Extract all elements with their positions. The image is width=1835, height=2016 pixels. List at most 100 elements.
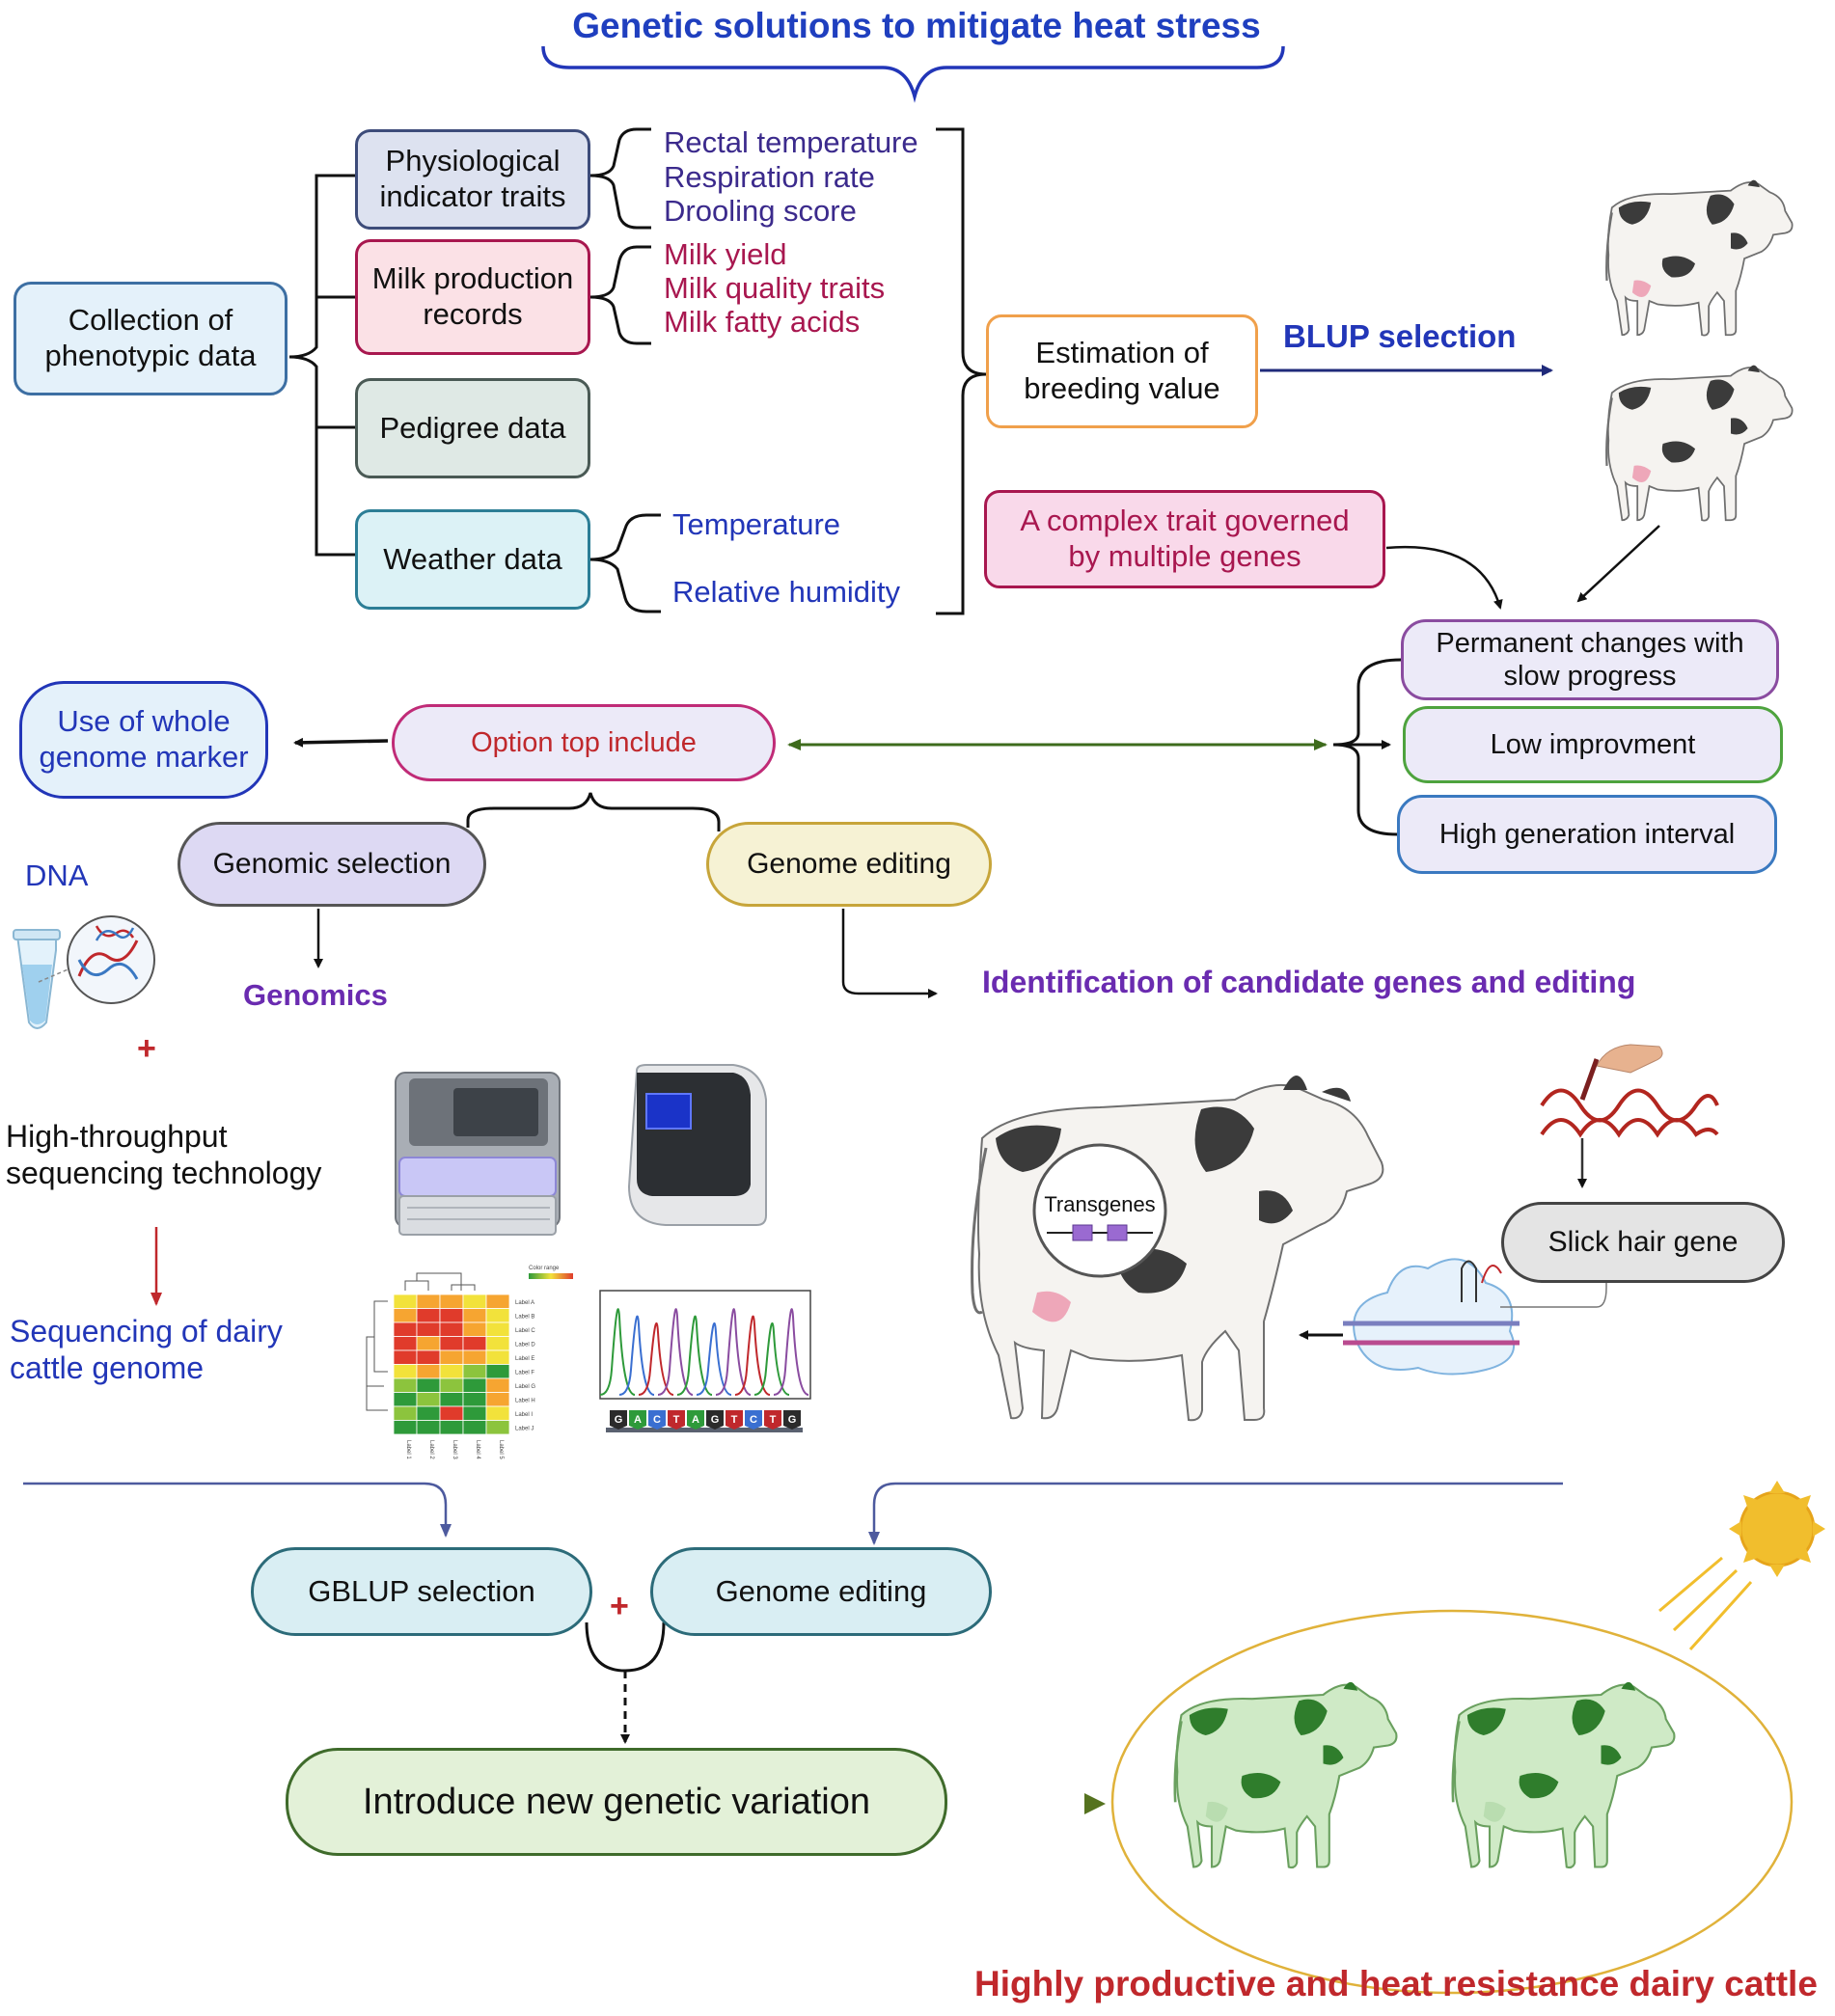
sequencing-label: Sequencing of dairy cattle genome: [10, 1314, 338, 1387]
base-tile: [726, 1410, 743, 1430]
base-tile: [764, 1410, 781, 1430]
base-letter: G: [788, 1414, 797, 1426]
heatmap-cell: [485, 1294, 510, 1309]
blup-label: BLUP selection: [1283, 318, 1517, 354]
base-tile: [610, 1410, 627, 1430]
chromatogram-peak: [696, 1322, 732, 1396]
heatmap-cell: [439, 1321, 464, 1337]
heatmap-cell: [462, 1405, 487, 1421]
heatmap-col-label: Label 2: [428, 1440, 434, 1459]
base-letter: G: [615, 1414, 623, 1426]
slick-hair-box: Slick hair gene: [1501, 1202, 1785, 1283]
introduce-box: Introduce new genetic variation: [286, 1748, 947, 1856]
base-letter: A: [692, 1414, 699, 1426]
heatmap-cell: [439, 1364, 464, 1379]
heatmap-cell: [462, 1349, 487, 1365]
heatmap-cell: [485, 1405, 510, 1421]
milk-brace-bottom: [589, 295, 651, 345]
cow-spot: [1519, 1772, 1559, 1799]
heatmap-col-label: Label 1: [405, 1440, 411, 1459]
whole-genome-arrow: [293, 737, 389, 748]
heatmap-cell: [416, 1294, 441, 1309]
cow-spot: [1731, 232, 1748, 250]
base-letter: G: [711, 1414, 720, 1426]
option-brace: [466, 792, 721, 831]
heatmap-cell: [485, 1308, 510, 1323]
milk-item-1: Milk yield: [664, 237, 787, 271]
base-tile: [745, 1410, 762, 1430]
chromatogram-peak: [638, 1322, 674, 1396]
chromatogram-peak: [734, 1315, 771, 1396]
transgenes-label: Transgenes: [1044, 1192, 1156, 1216]
cow-spot: [1747, 179, 1760, 188]
whole-genome-box: Use of whole genome marker: [19, 681, 268, 799]
genome-editing-bottom-box: Genome editing: [650, 1547, 992, 1636]
heatmap-cell: [485, 1336, 510, 1351]
cow-udder: [1631, 465, 1652, 482]
physio-item-3: Drooling score: [664, 194, 857, 228]
heatmap-row-label: Label B: [515, 1315, 534, 1321]
cow-spot: [1618, 386, 1652, 410]
milk-brace-top: [589, 245, 651, 299]
plus-sign-bottom: +: [610, 1588, 629, 1624]
cow-spot: [1747, 365, 1760, 373]
cow-spot: [1621, 1681, 1636, 1691]
cow-body: [1606, 181, 1794, 337]
heatmap-cell: [393, 1364, 418, 1379]
genomics-label: Genomics: [243, 978, 388, 1012]
heat-resistant-cow-icon-left: [1173, 1681, 1398, 1869]
heatmap-cell: [462, 1377, 487, 1393]
complex-box: A complex trait governed by multiple gen…: [984, 490, 1385, 588]
chromatogram-peak: [773, 1308, 809, 1396]
cow-spot: [1661, 256, 1696, 278]
weather-item-2: Relative humidity: [672, 575, 901, 609]
heat-resistant-cow-icon-right: [1451, 1681, 1676, 1869]
milk-item-3: Milk fatty acids: [664, 305, 861, 339]
heatmap-row-label: Label C: [515, 1328, 535, 1334]
cow-spot: [1241, 1772, 1281, 1799]
heatmap-cell: [439, 1377, 464, 1393]
base-letter: T: [673, 1414, 680, 1426]
heatmap-cell: [462, 1321, 487, 1337]
pedigree-box: Pedigree data: [355, 378, 590, 478]
heatmap-col-dendrogram: [404, 1272, 476, 1291]
heatmap-row-dendrogram: [366, 1300, 388, 1411]
cow-spot: [1294, 1699, 1328, 1735]
cow-spot: [1343, 1681, 1358, 1691]
heatmap-cell: [416, 1349, 441, 1365]
holstein-cow-icon-top: [1605, 179, 1794, 337]
base-letter: A: [634, 1414, 642, 1426]
complex-arrow: [1385, 545, 1503, 610]
dna-editing-icon: [1540, 1044, 1719, 1188]
generation-interval-box: High generation interval: [1397, 795, 1777, 874]
heatmap-cell: [393, 1294, 418, 1309]
heatmap-cell: [462, 1420, 487, 1435]
heatmap-row-label: Label D: [515, 1343, 535, 1349]
physio-brace-top: [589, 127, 651, 177]
heatmap-row-label: Label J: [515, 1427, 534, 1432]
cow-spot: [1189, 1707, 1228, 1735]
cow-spot: [1323, 1745, 1344, 1765]
base-tile: [668, 1410, 685, 1430]
right-connector-arrow: [868, 1482, 1563, 1545]
title-brace: [541, 45, 1285, 103]
cow-arrow: [1576, 525, 1660, 603]
heatmap-cell: [393, 1349, 418, 1365]
heatmap-cell: [416, 1308, 441, 1323]
physio-brace-bottom: [589, 174, 651, 230]
htp-label: High-throughput sequencing technology: [6, 1119, 372, 1192]
base-tile: [629, 1410, 646, 1430]
holstein-cow-icon-bottom: [1605, 365, 1794, 522]
cow-body: [1453, 1683, 1676, 1869]
big-brace-bottom: [936, 372, 987, 615]
base-letter: T: [770, 1414, 777, 1426]
plus-sign-dna: +: [137, 1030, 156, 1067]
chromatogram-peak: [715, 1308, 752, 1396]
sun-icon: [1658, 1481, 1825, 1651]
base-tile: [687, 1410, 704, 1430]
physio-item-1: Rectal temperature: [664, 125, 918, 159]
cow-tail: [1605, 397, 1613, 466]
heatmap-color-label: Color range: [529, 1266, 560, 1271]
